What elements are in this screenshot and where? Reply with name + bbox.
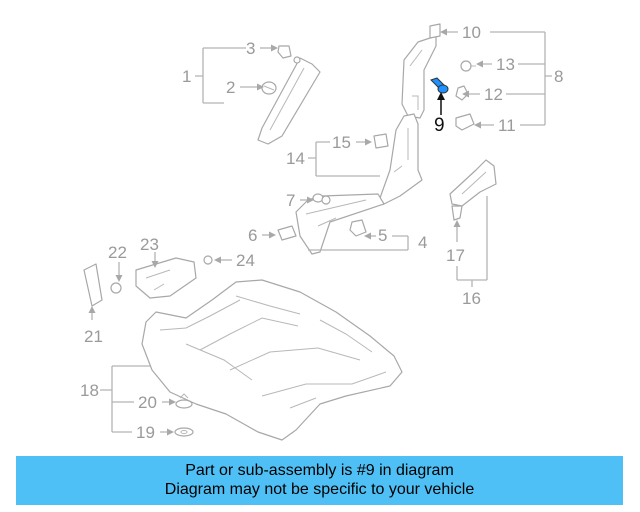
callout-13: 13 — [476, 55, 545, 74]
svg-text:13: 13 — [496, 55, 515, 74]
info-banner: Part or sub-assembly is #9 in diagram Di… — [16, 456, 623, 505]
svg-text:24: 24 — [236, 251, 255, 270]
scuff-plate-part — [295, 193, 385, 255]
callout-12: 12 — [462, 85, 545, 104]
svg-text:19: 19 — [136, 423, 155, 442]
b-pillar-lower-trim-part — [379, 113, 423, 205]
clip-part-17 — [451, 205, 463, 221]
clip-part-3 — [277, 45, 301, 64]
callout-11: 11 — [474, 116, 545, 135]
callout-10: 10 — [440, 23, 545, 42]
svg-text:6: 6 — [248, 226, 257, 245]
callout-20: 20 — [112, 393, 176, 412]
callout-8: 8 — [544, 32, 563, 125]
grommet-part-20 — [175, 393, 193, 409]
callout-21: 21 — [84, 306, 103, 346]
callout-15: 15 — [316, 133, 372, 152]
clip-part-5 — [349, 219, 367, 237]
clip-part-6 — [277, 225, 297, 241]
clip-part-22 — [110, 282, 122, 294]
svg-text:9: 9 — [434, 115, 445, 136]
a-pillar-trim-part — [257, 57, 321, 145]
svg-text:3: 3 — [246, 39, 255, 58]
callout-4: 4 — [308, 233, 427, 252]
svg-text:12: 12 — [484, 85, 503, 104]
svg-text:8: 8 — [554, 67, 563, 86]
clip-part-15 — [373, 133, 389, 149]
floor-carpet-part — [141, 279, 403, 441]
svg-text:22: 22 — [108, 243, 127, 262]
svg-text:14: 14 — [286, 149, 305, 168]
callout-19: 19 — [112, 423, 174, 442]
callout-5: 5 — [364, 226, 408, 245]
callout-14: 14 — [286, 142, 380, 177]
clip-part-2 — [261, 81, 277, 95]
callout-23: 23 — [140, 235, 159, 268]
banner-line-1: Part or sub-assembly is #9 in diagram — [185, 462, 454, 479]
svg-text:18: 18 — [80, 381, 99, 400]
callout-24: 24 — [214, 251, 255, 270]
banner-line-2: Diagram may not be specific to your vehi… — [164, 481, 475, 498]
callout-2: 2 — [226, 78, 264, 97]
clip-part-12 — [455, 85, 469, 101]
callout-17: 17 — [446, 220, 465, 265]
clip-part-24 — [203, 255, 213, 265]
svg-text:23: 23 — [140, 235, 159, 254]
callout-3: 3 — [246, 39, 278, 58]
svg-text:11: 11 — [498, 116, 516, 135]
grommet-part-19 — [174, 427, 194, 437]
clip-part-7 — [312, 193, 331, 205]
bolt-part-9 — [430, 77, 449, 94]
rear-trim-part — [449, 159, 497, 207]
callout-16: 16 — [456, 196, 488, 308]
b-pillar-upper-trim-part — [401, 23, 441, 119]
callout-9: 9 — [434, 92, 445, 136]
svg-text:21: 21 — [84, 327, 103, 346]
callout-18: 18 — [80, 365, 150, 432]
svg-text:10: 10 — [462, 23, 481, 42]
svg-text:2: 2 — [226, 78, 235, 97]
screw-part-13 — [460, 60, 476, 72]
bracket-part-23 — [135, 257, 197, 299]
parts-diagram: 1 2 3 9 10 11 — [80, 23, 563, 442]
callout-7: 7 — [286, 191, 314, 210]
clip-part-11 — [455, 113, 475, 131]
callout-6: 6 — [248, 226, 276, 245]
svg-text:4: 4 — [418, 233, 427, 252]
callout-1: 1 — [182, 47, 246, 104]
svg-text:5: 5 — [378, 226, 387, 245]
callout-22: 22 — [108, 243, 127, 282]
svg-text:16: 16 — [462, 289, 481, 308]
svg-text:15: 15 — [332, 133, 351, 152]
trim-part-21 — [83, 263, 103, 307]
svg-text:7: 7 — [286, 191, 295, 210]
svg-text:1: 1 — [182, 67, 191, 86]
svg-text:17: 17 — [446, 246, 465, 265]
svg-text:20: 20 — [138, 393, 157, 412]
